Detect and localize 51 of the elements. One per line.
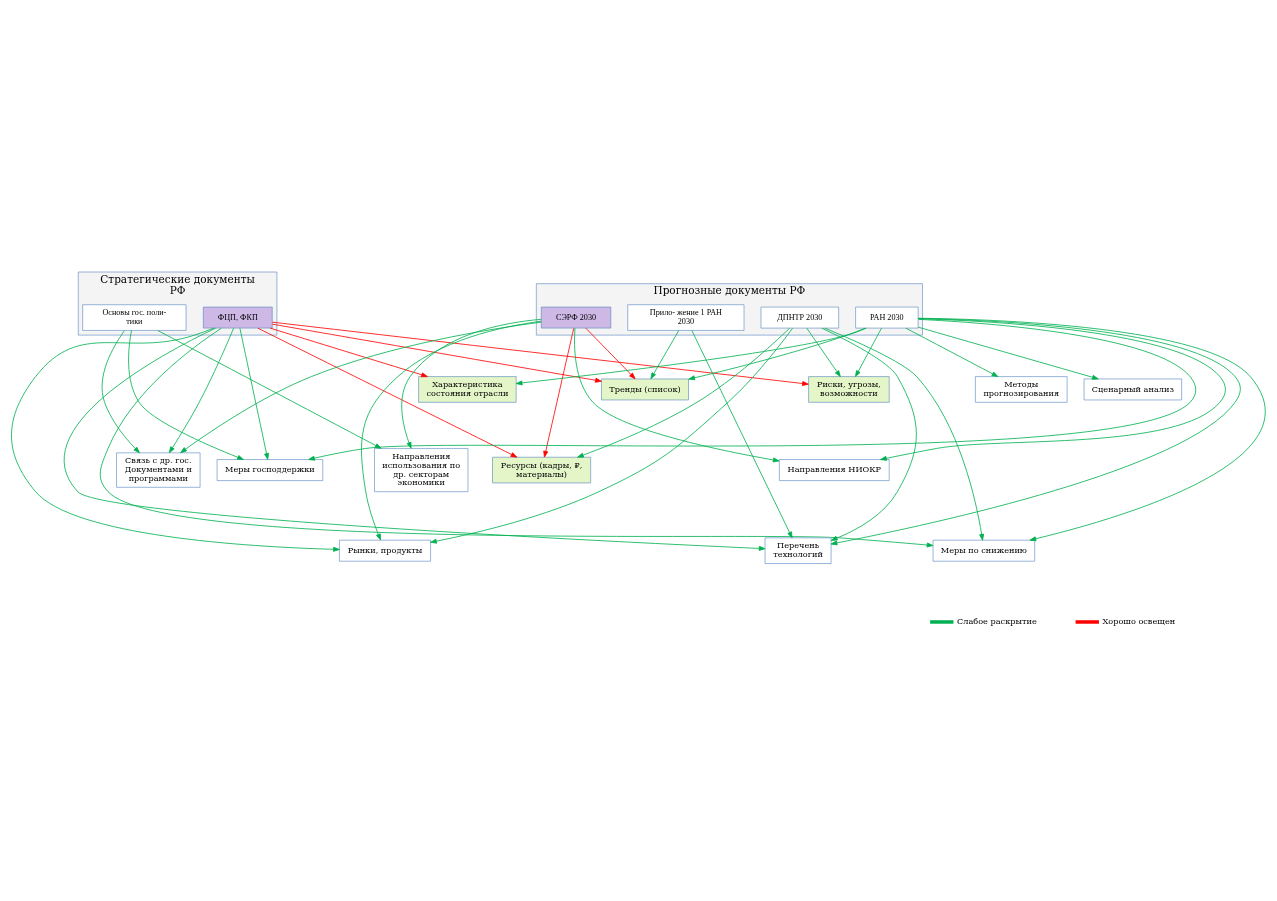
arrow bbox=[401, 318, 542, 449]
legend-label: Слабое раскрытие bbox=[956, 616, 1037, 627]
arrow bbox=[543, 327, 575, 458]
arrow bbox=[101, 330, 140, 454]
node-box: Прило- жение 1 РАН 2030 bbox=[627, 304, 745, 331]
arrow bbox=[650, 330, 680, 380]
arrow bbox=[271, 323, 602, 383]
arrow bbox=[806, 327, 841, 377]
node-box: Направления НИОКР bbox=[779, 459, 890, 481]
node-box: Направления использования по др. секторам экономики bbox=[374, 448, 469, 492]
arrow bbox=[271, 321, 809, 386]
arrow bbox=[515, 327, 867, 386]
node-box: ФЦП, ФКП bbox=[203, 306, 273, 329]
node-box: Характеристика состояния отрасли bbox=[418, 376, 517, 403]
node-box: Связь с др. гос. Документами и программами bbox=[116, 452, 201, 488]
arrow bbox=[361, 320, 542, 541]
node-box: Риски, угрозы, возможности bbox=[808, 376, 890, 403]
arrow bbox=[821, 327, 917, 541]
node-box: СЭРФ 2030 bbox=[541, 306, 612, 329]
arrow bbox=[905, 327, 999, 377]
arrow bbox=[917, 317, 1266, 542]
legend-label: Хорошо освещен bbox=[1102, 616, 1176, 627]
arrow bbox=[691, 330, 793, 539]
node-box: Ресурсы (кадры, ₽, материалы) bbox=[492, 456, 591, 484]
node-box: ДПНТР 2030 bbox=[760, 306, 839, 329]
arrow bbox=[308, 318, 1197, 461]
node-box: РАН 2030 bbox=[855, 306, 919, 329]
arrow bbox=[855, 327, 882, 377]
node-box: Меры господдержки bbox=[216, 459, 324, 481]
arrow bbox=[269, 327, 428, 378]
arrow bbox=[128, 330, 244, 460]
arrow bbox=[168, 327, 235, 454]
arrow bbox=[430, 327, 793, 544]
arrow bbox=[63, 327, 766, 551]
arrow bbox=[585, 327, 636, 380]
node-box: Основы гос. поли- тики bbox=[82, 304, 187, 331]
node-box: Перечень технологий bbox=[764, 537, 832, 564]
arrow bbox=[99, 327, 934, 548]
node-box: Рынки, продукты bbox=[339, 539, 431, 562]
node-box: Тренды (список) bbox=[601, 378, 689, 401]
arrow bbox=[880, 318, 1226, 461]
arrow bbox=[824, 327, 985, 541]
arrow bbox=[11, 327, 340, 552]
arrow bbox=[917, 326, 1099, 380]
node-box: Сценарный анализ bbox=[1083, 378, 1182, 401]
arrow bbox=[239, 327, 269, 460]
node-box: Методы прогнозирования bbox=[975, 376, 1068, 403]
arrow bbox=[180, 321, 542, 454]
arrow bbox=[688, 327, 866, 381]
arrow bbox=[830, 318, 1241, 546]
node-box: Меры по снижению bbox=[932, 539, 1035, 562]
